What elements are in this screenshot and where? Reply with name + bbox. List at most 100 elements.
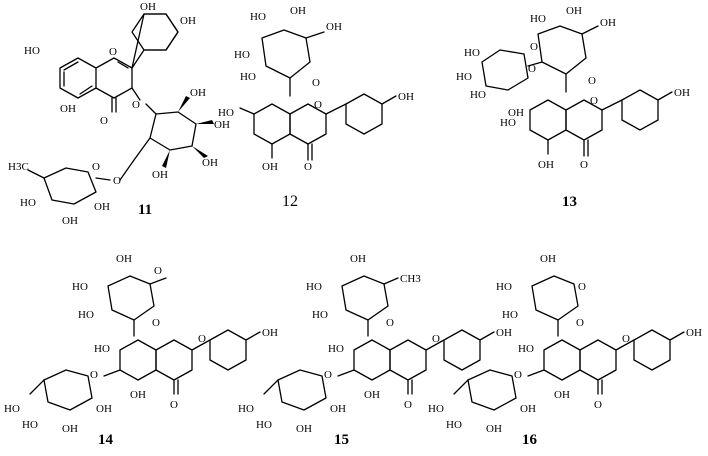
atom-text: HO [500,117,516,129]
atom-text: OH [60,103,76,115]
atom-text: O [576,317,584,329]
atom-text: HO [312,309,328,321]
atom-text: HO [446,419,462,431]
atom-text: OH [364,389,380,401]
atom-text: HO [240,71,256,83]
atom-text: HO [456,71,472,83]
atom-text: O [304,161,312,173]
atom-text: OH [116,253,132,265]
atom-text: OH [94,201,110,213]
atom-text: O [132,99,140,111]
atom-text: O [109,46,117,58]
compound-11-structure [27,13,214,205]
atom-text: HO [518,343,534,355]
atom-text: OH [674,87,690,99]
atom-text: OH [152,169,168,181]
compound-16-structure [453,275,685,411]
atom-text: O [588,75,596,87]
atom-text: HO [234,49,250,61]
atom-text: OH [508,107,524,119]
compound-15-structure [263,275,495,411]
atom-text: CH3 [400,273,421,285]
atom-text: HO [94,343,110,355]
atom-text: OH [62,215,78,227]
atom-text: O [198,333,206,345]
compound-14-label: 14 [98,432,114,448]
atom-text: OH [262,161,278,173]
atom-text: HO [4,403,20,415]
atom-text: O [92,161,100,173]
atom-text: HO [78,309,94,321]
atom-text: OH [62,423,78,435]
atom-text: OH [520,403,536,415]
atom-text: O [528,63,536,75]
compound-11-atoms: HO OH O O O OH OH OH OH OH OH O H3C O HO… [8,1,230,227]
atom-text: OH [140,1,156,13]
atom-text: HO [306,281,322,293]
compound-12-atoms: HO OH OH HO HO O O OH HO OH O [218,5,414,173]
atom-text: OH [262,327,278,339]
atom-text: O [314,99,322,111]
atom-text: O [578,281,586,293]
atom-text: O [432,333,440,345]
atom-text: HO [470,89,486,101]
atom-text: O [100,115,108,127]
atom-text: O [324,369,332,381]
atom-text: OH [686,327,702,339]
atom-text: OH [540,253,556,265]
atom-text: HO [496,281,512,293]
atom-text: OH [214,119,230,131]
compound-16-label: 16 [522,432,538,448]
atom-text: OH [96,403,112,415]
atom-text: OH [538,159,554,171]
atom-text: O [312,77,320,89]
atom-text: HO [328,343,344,355]
atom-text: O [113,175,121,187]
compound-12-structure [239,29,397,161]
atom-text: OH [398,91,414,103]
compound-13-structure [481,25,673,157]
atom-text: OH [130,389,146,401]
atom-text: HO [238,403,254,415]
atom-text: H3C [8,161,29,173]
atom-text: OH [330,403,346,415]
atom-text: HO [256,419,272,431]
atom-text: O [590,95,598,107]
atom-text: O [530,41,538,53]
atom-text: OH [350,253,366,265]
compound-13-atoms: HO HO HO OH O O HO OH OH O O OH HO OH O [456,5,690,171]
atom-text: OH [290,5,306,17]
compound-14-structure [29,275,261,411]
atom-text: HO [530,13,546,25]
atom-text: HO [20,197,36,209]
compound-15-atoms: OH HO HO CH3 O O OH HO O HO HO OH OH OH … [238,253,512,435]
atom-text: OH [296,423,312,435]
atom-text: OH [600,17,616,29]
atom-text: O [170,399,178,411]
atom-text: O [622,333,630,345]
atom-text: OH [554,389,570,401]
atom-text: HO [24,45,40,57]
atom-text: OH [180,15,196,27]
atom-text: HO [428,403,444,415]
compound-13-label: 13 [562,194,577,210]
atom-text: O [90,369,98,381]
compound-16-atoms: OH HO HO O O O OH HO O HO HO OH OH OH O [428,253,702,435]
atom-text: HO [218,107,234,119]
atom-text: OH [326,21,342,33]
atom-text: O [386,317,394,329]
atom-text: HO [72,281,88,293]
atom-text: O [404,399,412,411]
atom-text: O [154,265,162,277]
atom-text: OH [190,87,206,99]
atom-text: O [594,399,602,411]
atom-text: O [514,369,522,381]
atom-text: O [580,159,588,171]
atom-text: OH [496,327,512,339]
atom-text: OH [202,157,218,169]
compound-12-label: 12 [282,193,298,210]
atom-text: OH [566,5,582,17]
compound-14-atoms: OH HO HO O O O OH HO O HO HO OH OH OH O [4,253,278,435]
